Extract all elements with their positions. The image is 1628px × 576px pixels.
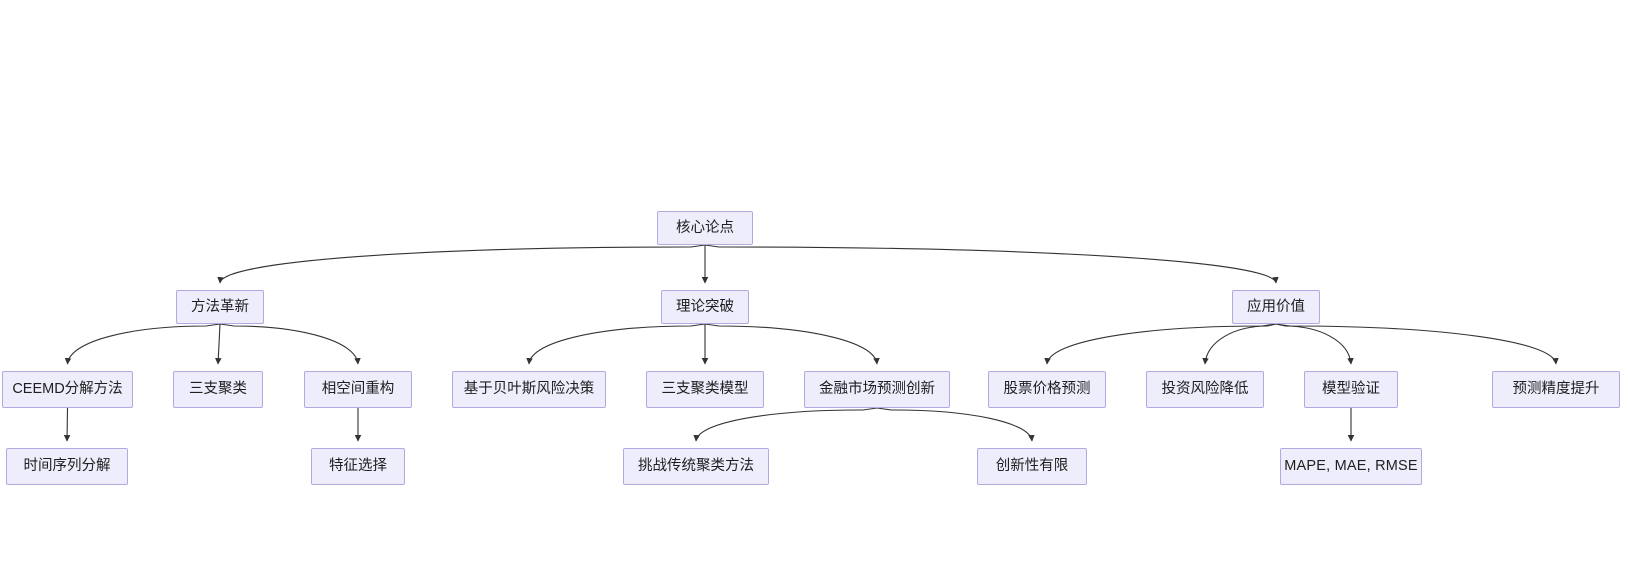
node-l3i[interactable]: 模型验证 <box>1304 371 1398 408</box>
node-label: 金融市场预测创新 <box>819 381 935 398</box>
node-label: 股票价格预测 <box>1003 381 1091 398</box>
edge-l2a-to-l3b <box>215 323 222 365</box>
node-label: 三支聚类 <box>189 381 247 398</box>
node-label: 特征选择 <box>329 458 387 475</box>
node-label: 挑战传统聚类方法 <box>638 458 754 475</box>
node-l4e[interactable]: MAPE, MAE, RMSE <box>1280 448 1422 485</box>
node-label: 理论突破 <box>676 298 734 315</box>
node-root[interactable]: 核心论点 <box>657 211 753 245</box>
node-l4a[interactable]: 时间序列分解 <box>6 448 128 485</box>
node-l2c[interactable]: 应用价值 <box>1232 290 1320 324</box>
node-label: MAPE, MAE, RMSE <box>1284 458 1418 475</box>
edge-l2a-to-l3a <box>64 323 221 365</box>
node-label: 核心论点 <box>676 219 734 236</box>
node-label: 相空间重构 <box>321 381 395 398</box>
node-l3c[interactable]: 相空间重构 <box>304 371 412 408</box>
edge-l3f-to-l4d <box>876 407 1035 442</box>
node-l4c[interactable]: 挑战传统聚类方法 <box>623 448 769 485</box>
node-l3a[interactable]: CEEMD分解方法 <box>2 371 133 408</box>
node-label: 时间序列分解 <box>23 458 111 475</box>
edge-l2b-to-l3f <box>704 323 880 365</box>
node-l3e[interactable]: 三支聚类模型 <box>646 371 764 408</box>
node-label: 模型验证 <box>1322 381 1380 398</box>
node-label: 投资风险降低 <box>1161 381 1249 398</box>
edge-l2a-to-l3c <box>219 323 361 365</box>
node-l3j[interactable]: 预测精度提升 <box>1492 371 1620 408</box>
node-label: 三支聚类模型 <box>661 381 749 398</box>
edge-root-to-l2c <box>704 244 1279 284</box>
node-label: 应用价值 <box>1247 298 1305 315</box>
node-label: 创新性有限 <box>995 458 1069 475</box>
edge-l2c-to-l3i <box>1275 323 1354 365</box>
edge-l2c-to-l3g <box>1044 323 1277 365</box>
node-l2b[interactable]: 理论突破 <box>661 290 749 324</box>
edge-root-to-l2a <box>217 244 706 284</box>
node-l4b[interactable]: 特征选择 <box>311 448 405 485</box>
node-label: 预测精度提升 <box>1512 381 1600 398</box>
node-l4d[interactable]: 创新性有限 <box>977 448 1087 485</box>
edge-l3f-to-l4c <box>693 407 878 442</box>
node-label: 基于贝叶斯风险决策 <box>463 381 595 398</box>
edge-l3a-to-l4a <box>63 407 71 442</box>
node-l3g[interactable]: 股票价格预测 <box>988 371 1106 408</box>
node-l2a[interactable]: 方法革新 <box>176 290 264 324</box>
edge-l2c-to-l3j <box>1275 323 1559 365</box>
node-l3b[interactable]: 三支聚类 <box>173 371 263 408</box>
node-l3f[interactable]: 金融市场预测创新 <box>804 371 950 408</box>
edge-l2b-to-l3d <box>526 323 706 365</box>
node-label: 方法革新 <box>191 298 249 315</box>
edge-l2c-to-l3h <box>1202 323 1277 365</box>
node-label: CEEMD分解方法 <box>12 381 123 398</box>
node-l3h[interactable]: 投资风险降低 <box>1146 371 1264 408</box>
node-l3d[interactable]: 基于贝叶斯风险决策 <box>452 371 606 408</box>
